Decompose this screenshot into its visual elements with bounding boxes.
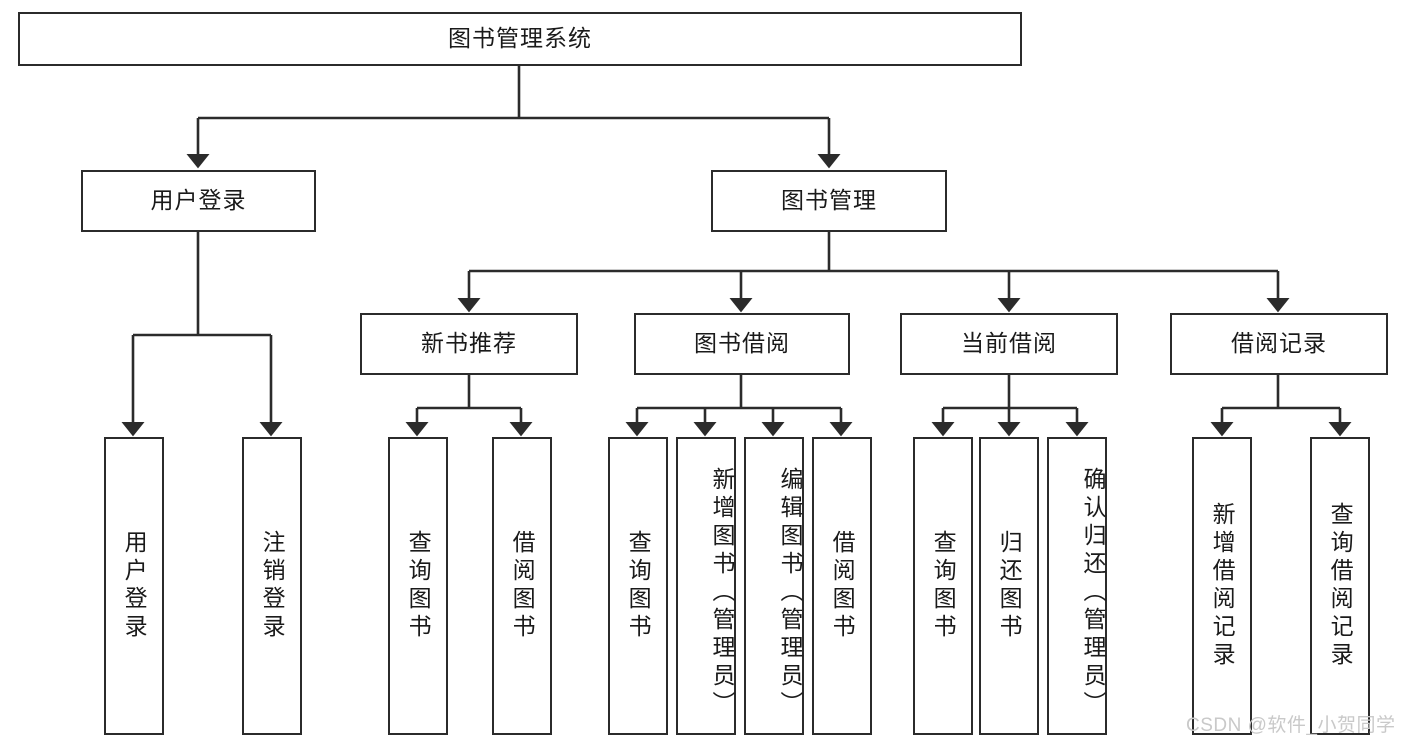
node-label: 借阅记录	[1231, 330, 1327, 357]
node-label: 查询借阅记录	[1327, 502, 1354, 670]
node-user-login[interactable]: 用户登录	[81, 170, 316, 232]
leaf-recommend-query-book[interactable]: 查询图书	[388, 437, 448, 735]
node-label: 借阅图书	[829, 530, 856, 642]
leaf-borrow-add-book-admin[interactable]: 新增图书（管理员）	[676, 437, 736, 735]
node-label: 借阅图书	[509, 530, 536, 642]
watermark-text: CSDN @软件_小贺同学	[1186, 715, 1396, 736]
node-root-system[interactable]: 图书管理系统	[18, 12, 1022, 66]
node-label: 图书借阅	[694, 330, 790, 357]
node-new-book-recommend[interactable]: 新书推荐	[360, 313, 578, 375]
leaf-record-add-record[interactable]: 新增借阅记录	[1192, 437, 1252, 735]
node-label: 用户登录	[121, 530, 148, 642]
node-label: 新增图书（管理员）	[709, 467, 735, 719]
node-label: 查询图书	[405, 530, 432, 642]
node-label: 新增借阅记录	[1209, 502, 1236, 670]
node-label: 当前借阅	[961, 330, 1057, 357]
leaf-borrow-query-book[interactable]: 查询图书	[608, 437, 668, 735]
node-label: 归还图书	[996, 530, 1023, 642]
node-label: 查询图书	[625, 530, 652, 642]
node-book-borrow[interactable]: 图书借阅	[634, 313, 850, 375]
leaf-user-login-login[interactable]: 用户登录	[104, 437, 164, 735]
node-label: 图书管理	[781, 187, 877, 214]
leaf-recommend-borrow-book[interactable]: 借阅图书	[492, 437, 552, 735]
node-current-borrow[interactable]: 当前借阅	[900, 313, 1118, 375]
leaf-user-login-logout[interactable]: 注销登录	[242, 437, 302, 735]
node-label: 查询图书	[930, 530, 957, 642]
node-label: 确认归还（管理员）	[1080, 467, 1106, 719]
node-label: 注销登录	[259, 530, 286, 642]
node-label: 新书推荐	[421, 330, 517, 357]
node-borrow-record[interactable]: 借阅记录	[1170, 313, 1388, 375]
leaf-current-return-book[interactable]: 归还图书	[979, 437, 1039, 735]
node-book-management[interactable]: 图书管理	[711, 170, 947, 232]
leaf-borrow-edit-book-admin[interactable]: 编辑图书（管理员）	[744, 437, 804, 735]
node-label: 用户登录	[150, 187, 247, 214]
node-label: 图书管理系统	[448, 25, 592, 52]
leaf-record-query-record[interactable]: 查询借阅记录	[1310, 437, 1370, 735]
leaf-current-confirm-return-admin[interactable]: 确认归还（管理员）	[1047, 437, 1107, 735]
leaf-borrow-borrow-book[interactable]: 借阅图书	[812, 437, 872, 735]
leaf-current-query-book[interactable]: 查询图书	[913, 437, 973, 735]
node-label: 编辑图书（管理员）	[777, 467, 803, 719]
